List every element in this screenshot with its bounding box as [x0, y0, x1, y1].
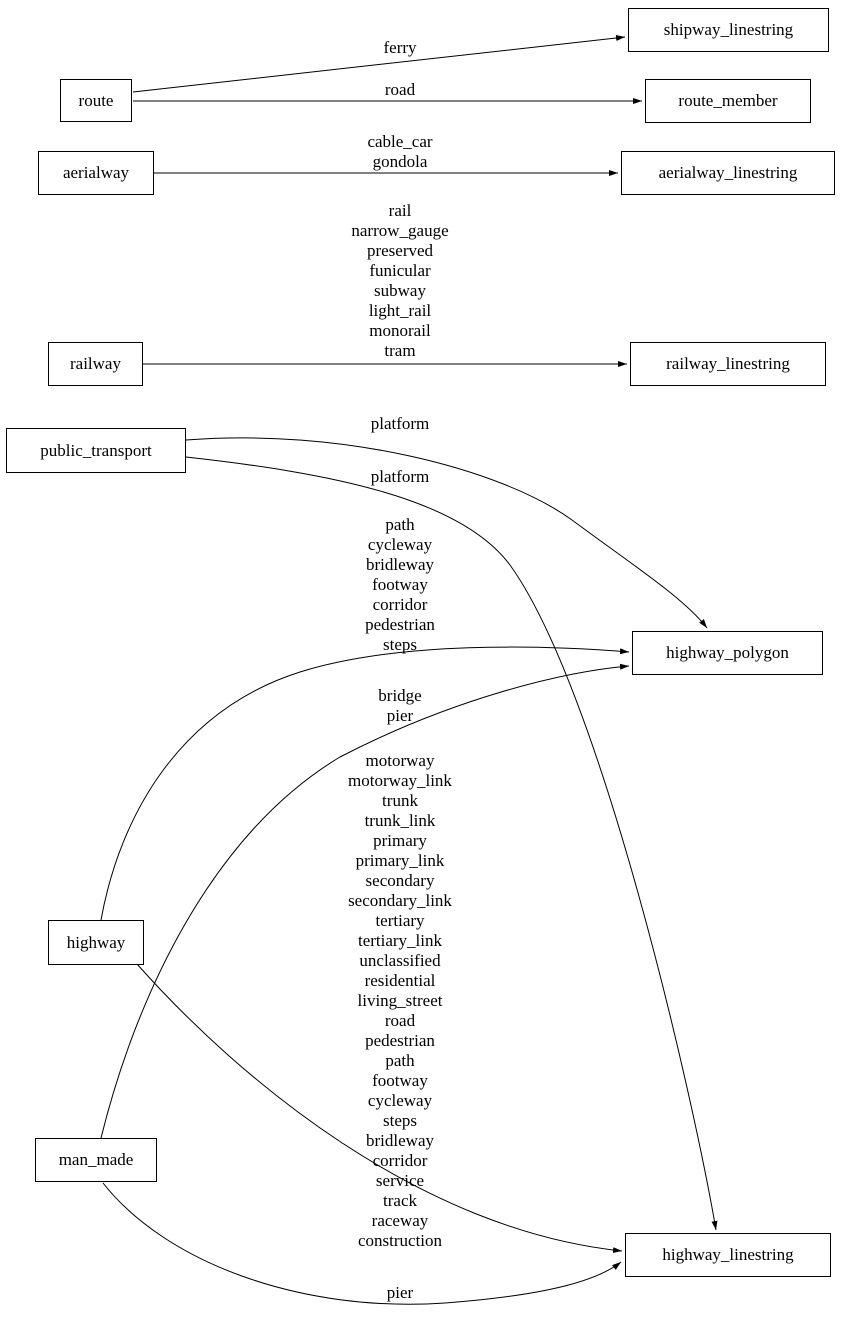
- edge-label-railway-values: rail narrow_gauge preserved funicular su…: [351, 201, 449, 360]
- node-aerialway: aerialway: [38, 151, 154, 195]
- edge-label-platform-polygon: platform: [370, 414, 430, 433]
- node-shipway-linestring: shipway_linestring: [628, 8, 829, 52]
- node-route-member: route_member: [645, 79, 811, 123]
- edge-highway-to-highway-polygon: [100, 646, 630, 921]
- edge-man-made-to-highway-polygon: [100, 663, 630, 1139]
- edge-label-pier: pier: [386, 1283, 414, 1302]
- edge-label-bridge-pier: bridge pier: [378, 686, 422, 725]
- node-man-made: man_made: [35, 1138, 157, 1182]
- edge-label-platform-linestring: platform: [370, 467, 430, 486]
- node-highway-polygon: highway_polygon: [632, 631, 823, 675]
- node-highway: highway: [48, 920, 144, 965]
- edge-label-ferry: ferry: [383, 38, 417, 57]
- edge-label-highway-polygon-values: path cycleway bridleway footway corridor…: [365, 515, 435, 654]
- edge-public-transport-to-highway-polygon: [185, 437, 708, 629]
- node-railway: railway: [48, 342, 143, 386]
- edge-public-transport-to-highway-linestring: [185, 456, 718, 1231]
- node-aerialway-linestring: aerialway_linestring: [621, 151, 835, 195]
- edge-label-cable-car-gondola: cable_car gondola: [367, 132, 433, 171]
- edge-man-made-to-highway-linestring: [102, 1182, 622, 1305]
- edge-label-road: road: [384, 80, 416, 99]
- node-public-transport: public_transport: [6, 428, 186, 473]
- node-route: route: [60, 79, 132, 122]
- edge-highway-to-highway-linestring: [136, 963, 623, 1254]
- edge-label-highway-linestring-values: motorway motorway_link trunk trunk_link …: [348, 751, 452, 1250]
- node-railway-linestring: railway_linestring: [630, 342, 826, 386]
- node-highway-linestring: highway_linestring: [625, 1233, 831, 1277]
- edge-route-to-shipway-linestring: [132, 35, 626, 93]
